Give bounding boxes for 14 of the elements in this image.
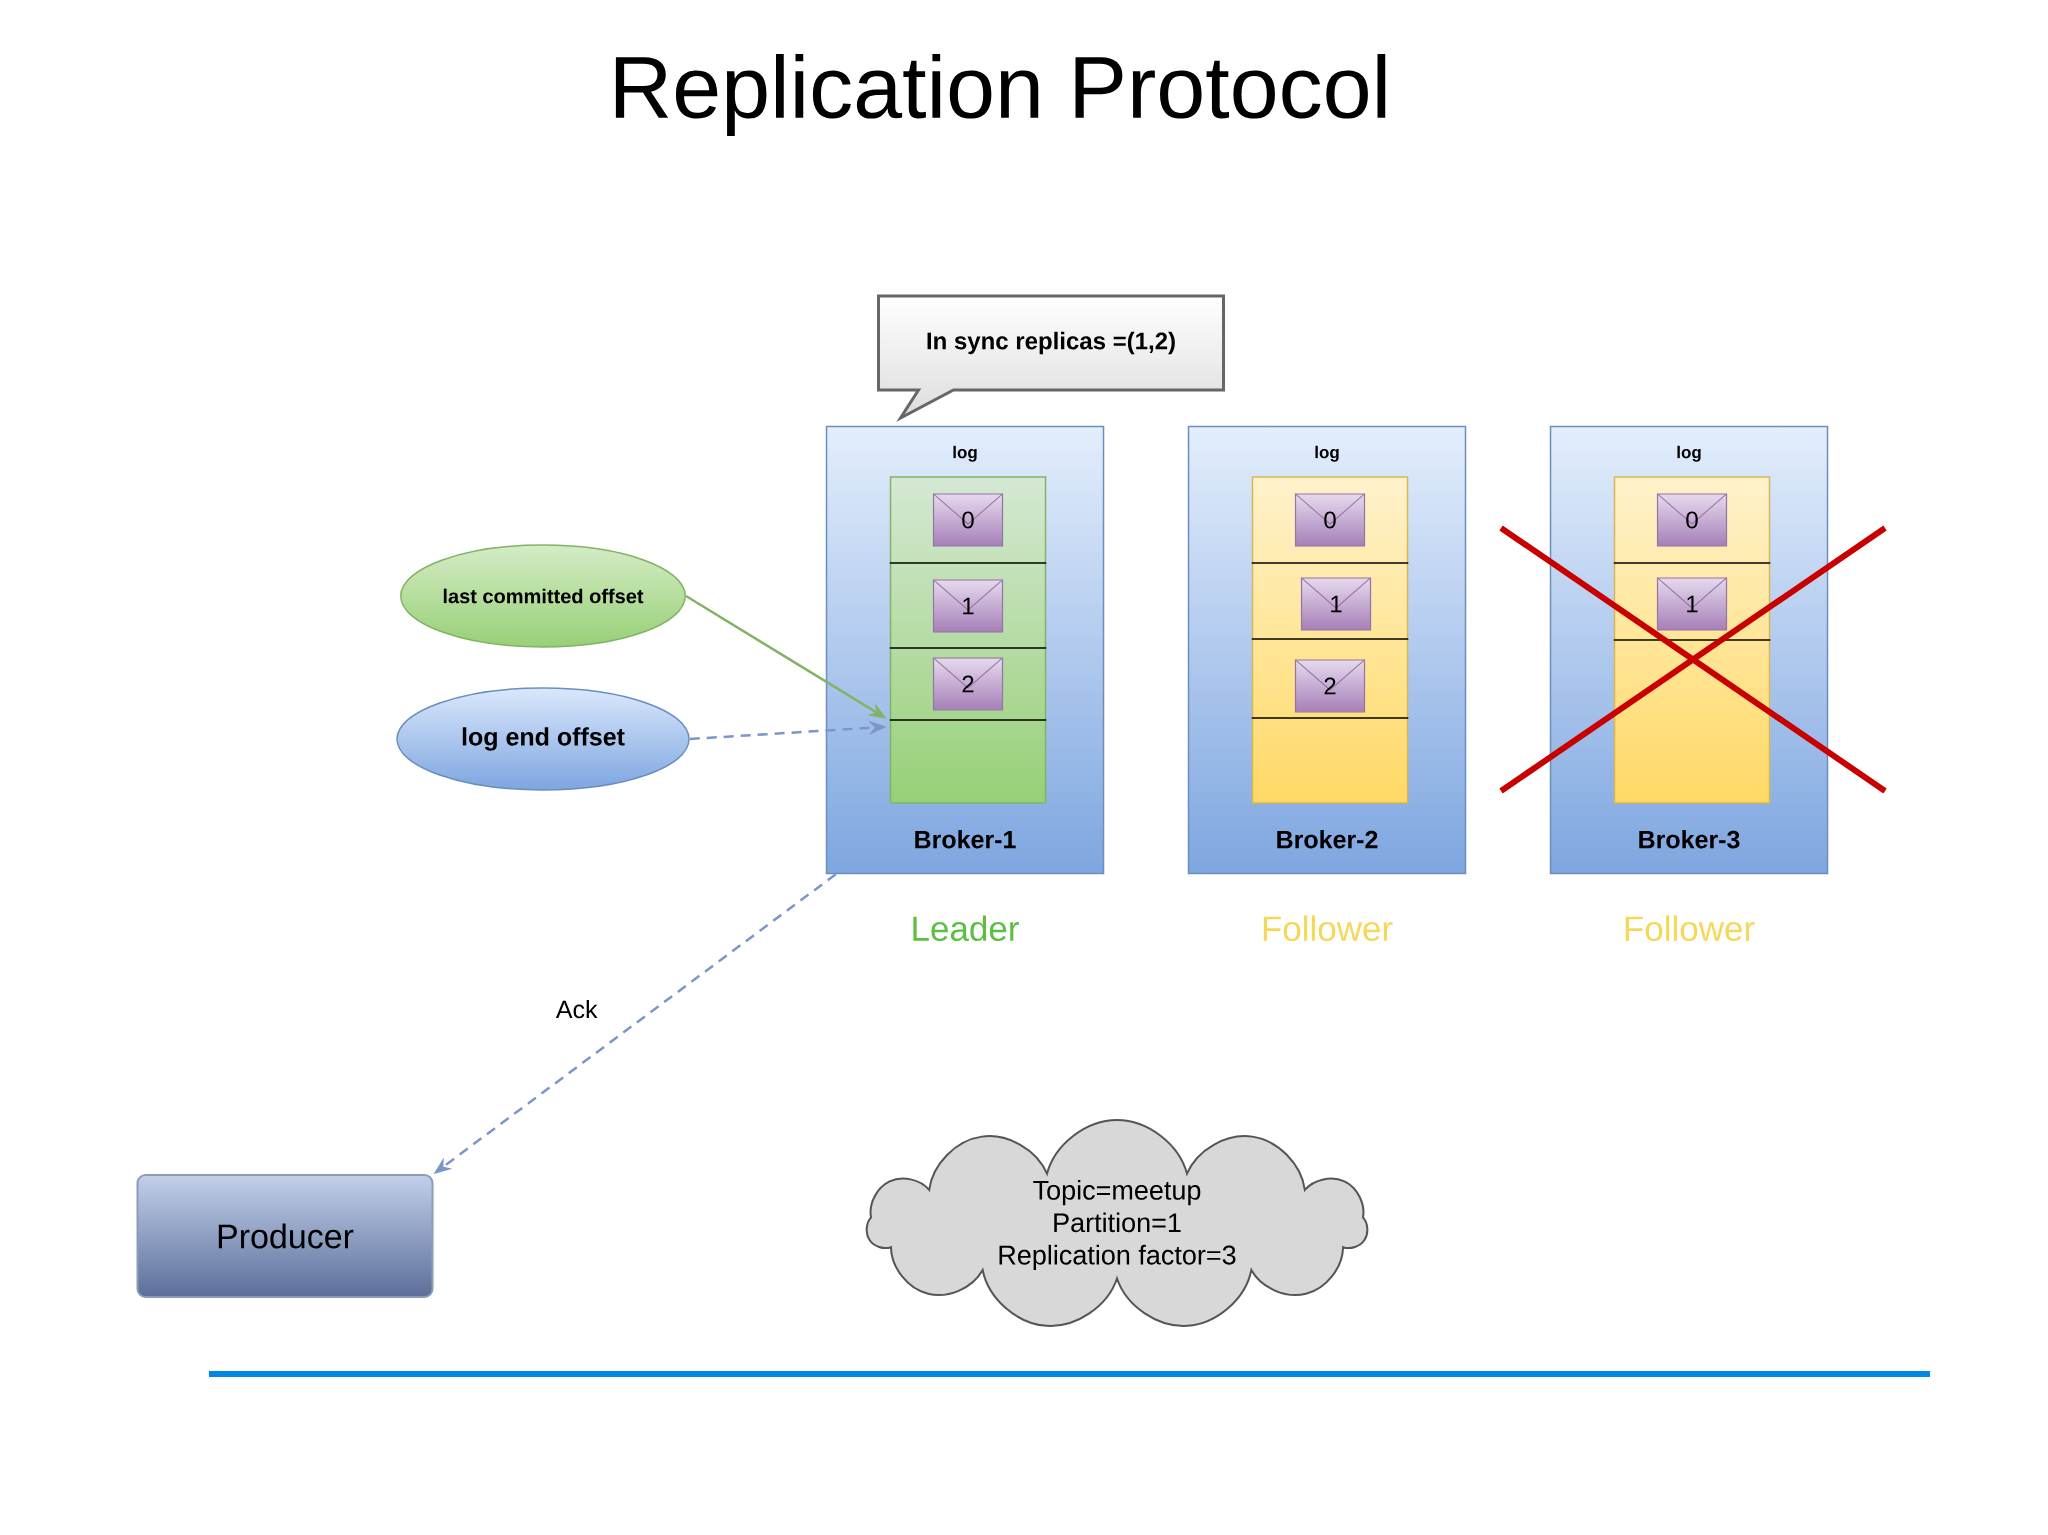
message-envelope: 1: [1300, 577, 1372, 631]
message-envelope: 0: [1294, 493, 1366, 547]
role-label: Follower: [1263, 915, 1393, 942]
producer-box: Producer: [136, 1174, 434, 1298]
message-envelope: 0: [1656, 493, 1728, 547]
message-envelope: 0: [932, 493, 1004, 547]
message-envelope: 2: [932, 657, 1004, 711]
role-label: Follower: [1625, 915, 1755, 942]
message-envelope: 1: [932, 579, 1004, 633]
role-label: Leader: [913, 915, 1019, 942]
title: Replication Protocol: [615, 53, 1386, 136]
cloud: Topic=meetup Partition=1 Replication factor=3: [865, 1118, 1369, 1327]
message-envelope: 2: [1294, 659, 1366, 713]
message-envelope: 1: [1656, 577, 1728, 631]
